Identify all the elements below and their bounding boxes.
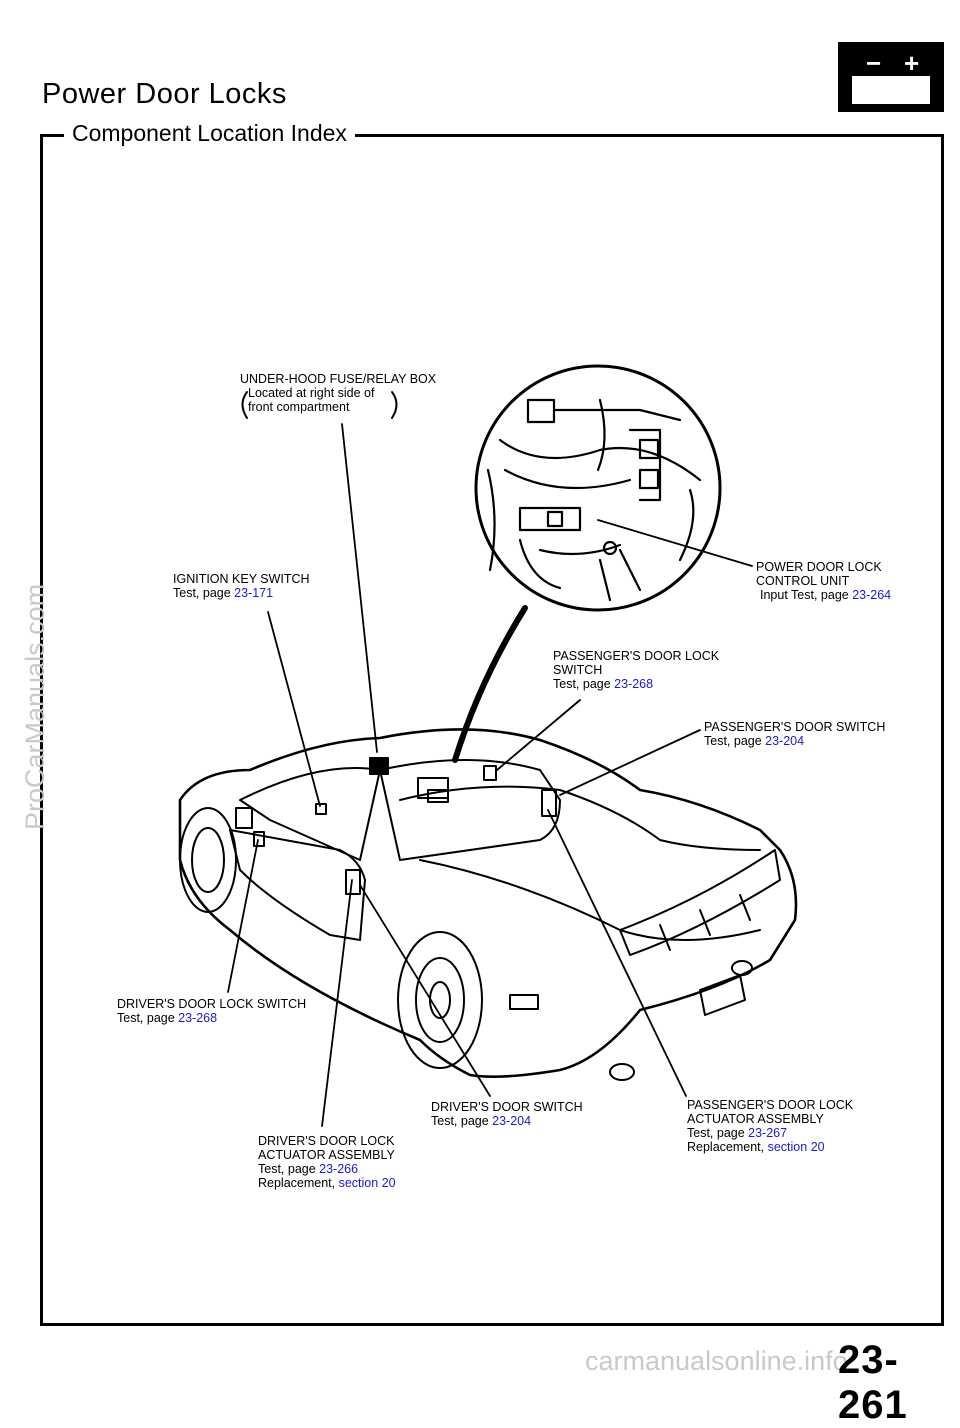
fuse-box-name: UNDER-HOOD FUSE/RELAY BOX bbox=[240, 372, 437, 386]
drv-actuator-repl: Replacement, bbox=[258, 1176, 339, 1190]
control-unit-test: Input Test, page bbox=[760, 588, 853, 602]
control-unit-test-link[interactable]: 23-264 bbox=[852, 588, 892, 602]
ignition-test: Test, page bbox=[173, 586, 235, 600]
pass-door-switch-test: Test, page bbox=[704, 734, 766, 748]
pass-lock-switch-name-2: SWITCH bbox=[553, 663, 603, 677]
fuse-box-note-2: front compartment bbox=[248, 400, 350, 414]
ignition-test-link[interactable]: 23-171 bbox=[234, 586, 274, 600]
fuse-box-label: UNDER-HOOD FUSE/RELAY BOX Located at rig… bbox=[240, 372, 436, 414]
drv-actuator-repl-link[interactable]: section 20 bbox=[338, 1176, 396, 1190]
footer-watermark: carmanualsonline.info bbox=[585, 1346, 848, 1376]
pass-door-switch-test-link[interactable]: 23-204 bbox=[765, 734, 805, 748]
drv-actuator-test-link[interactable]: 23-266 bbox=[319, 1162, 359, 1176]
drv-lock-switch-test-link[interactable]: 23-268 bbox=[178, 1011, 218, 1025]
page-title: Power Door Locks bbox=[42, 78, 287, 110]
drv-lock-switch-test: Test, page bbox=[117, 1011, 179, 1025]
drv-actuator-label: DRIVER'S DOOR LOCK ACTUATOR ASSEMBLY Tes… bbox=[258, 1134, 396, 1190]
ignition-name: IGNITION KEY SWITCH bbox=[173, 572, 310, 586]
pass-lock-switch-test: Test, page bbox=[553, 677, 615, 691]
pass-door-switch-label: PASSENGER'S DOOR SWITCH Test, page 23-20… bbox=[704, 720, 885, 748]
control-unit-name-1: POWER DOOR LOCK bbox=[756, 560, 882, 574]
drv-actuator-name-1: DRIVER'S DOOR LOCK bbox=[258, 1134, 395, 1148]
detail-circle bbox=[474, 364, 722, 612]
ignition-label: IGNITION KEY SWITCH Test, page 23-171 bbox=[173, 572, 310, 600]
pass-actuator-name-1: PASSENGER'S DOOR LOCK bbox=[687, 1098, 854, 1112]
pass-lock-switch-name-1: PASSENGER'S DOOR LOCK bbox=[553, 649, 720, 663]
battery-face bbox=[852, 76, 930, 104]
drv-door-switch-label: DRIVER'S DOOR SWITCH Test, page 23-204 bbox=[431, 1100, 583, 1128]
pass-actuator-label: PASSENGER'S DOOR LOCK ACTUATOR ASSEMBLY … bbox=[687, 1098, 853, 1154]
pass-lock-switch-label: PASSENGER'S DOOR LOCK SWITCH Test, page … bbox=[553, 649, 719, 691]
fuse-box-note-1: Located at right side of bbox=[248, 386, 375, 400]
side-watermark: ProCarManuals.com bbox=[20, 583, 50, 830]
pass-lock-switch-test-link[interactable]: 23-268 bbox=[614, 677, 654, 691]
drv-lock-switch-label: DRIVER'S DOOR LOCK SWITCH Test, page 23-… bbox=[117, 997, 306, 1025]
control-unit-label: POWER DOOR LOCK CONTROL UNIT Input Test,… bbox=[756, 560, 891, 602]
pass-actuator-name-2: ACTUATOR ASSEMBLY bbox=[687, 1112, 824, 1126]
content-frame bbox=[40, 134, 944, 1326]
section-subtitle: Component Location Index bbox=[64, 120, 355, 147]
drv-actuator-name-2: ACTUATOR ASSEMBLY bbox=[258, 1148, 395, 1162]
control-unit-name-2: CONTROL UNIT bbox=[756, 574, 850, 588]
pass-actuator-test: Test, page bbox=[687, 1126, 749, 1140]
battery-icon: − + bbox=[838, 42, 944, 112]
battery-minus: − bbox=[866, 48, 882, 78]
pass-actuator-test-link[interactable]: 23-267 bbox=[748, 1126, 788, 1140]
page-number: 23-261 bbox=[838, 1338, 908, 1427]
drv-lock-switch-name: DRIVER'S DOOR LOCK SWITCH bbox=[117, 997, 307, 1011]
pass-door-switch-name: PASSENGER'S DOOR SWITCH bbox=[704, 720, 886, 734]
pass-actuator-repl-link[interactable]: section 20 bbox=[767, 1140, 825, 1154]
battery-plus: + bbox=[904, 48, 920, 78]
pass-actuator-repl: Replacement, bbox=[687, 1140, 768, 1154]
drv-door-switch-test: Test, page bbox=[431, 1114, 493, 1128]
drv-door-switch-test-link[interactable]: 23-204 bbox=[492, 1114, 532, 1128]
drv-actuator-test: Test, page bbox=[258, 1162, 320, 1176]
car-illustration bbox=[178, 364, 798, 1127]
drv-door-switch-name: DRIVER'S DOOR SWITCH bbox=[431, 1100, 583, 1114]
